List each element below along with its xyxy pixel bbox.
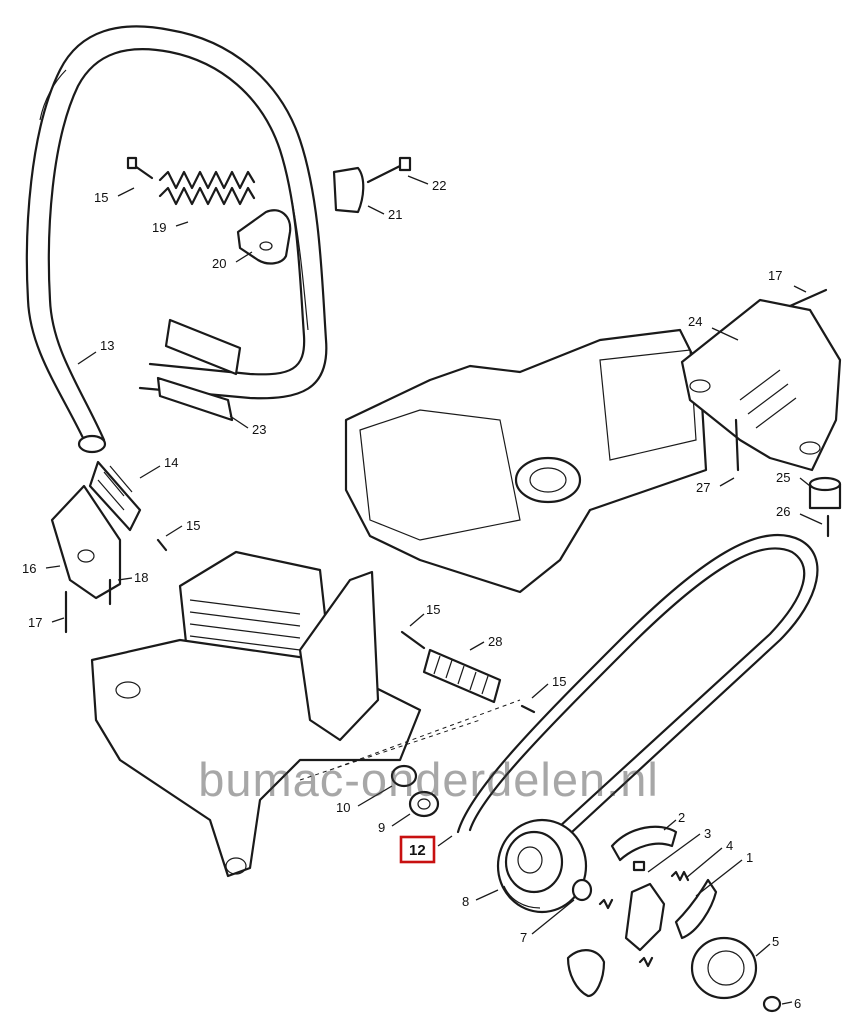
callout-24: 24	[688, 314, 702, 329]
washer-part	[390, 764, 418, 788]
callout-26: 26	[776, 504, 790, 519]
callout-7: 7	[520, 930, 527, 945]
callout-8: 8	[462, 894, 469, 909]
grip-part	[88, 460, 142, 532]
bracket-part	[236, 209, 292, 265]
grip-part	[422, 648, 502, 704]
handlebar-part	[25, 25, 328, 454]
buffer-part	[156, 318, 242, 422]
spring-part	[158, 170, 256, 206]
callout-22: 22	[432, 178, 446, 193]
callout-4: 4	[726, 838, 733, 853]
callout-leaders	[45, 175, 823, 1005]
clutch-carrier-part	[624, 882, 666, 952]
callout-1: 1	[746, 850, 753, 865]
callout-28: 28	[488, 634, 502, 649]
rubber-buffer-part	[808, 476, 842, 510]
screw-part	[126, 156, 154, 180]
screw-part	[734, 418, 740, 472]
clutch-shoe-part	[566, 949, 606, 998]
callout-10: 10	[336, 800, 350, 815]
callout-27: 27	[696, 480, 710, 495]
mount-bracket-part	[50, 484, 122, 600]
callout-14: 14	[164, 455, 178, 470]
belt-pulley-part	[496, 818, 588, 914]
callout-12: 12	[409, 842, 426, 859]
callout-21: 21	[388, 207, 402, 222]
callout-6: 6	[794, 996, 801, 1011]
callout-15: 15	[552, 674, 566, 689]
screw-part	[788, 288, 828, 308]
callout-9: 9	[378, 820, 385, 835]
callout-3: 3	[704, 826, 711, 841]
bearing-part	[408, 790, 440, 818]
nut-part	[762, 995, 782, 1013]
clutch-drum-part	[690, 936, 758, 1000]
clutch-shoe-part	[610, 825, 678, 862]
callout-17: 17	[768, 268, 782, 283]
callout-23: 23	[252, 422, 266, 437]
callout-15: 15	[94, 190, 108, 205]
callout-19: 19	[152, 220, 166, 235]
engine-part	[90, 550, 422, 878]
needle-cage-part	[571, 878, 593, 902]
callout-25: 25	[776, 470, 790, 485]
highlight-box	[399, 835, 436, 864]
spring-part	[670, 870, 690, 882]
crankcase-part	[344, 328, 708, 594]
callout-18: 18	[134, 570, 148, 585]
support-bracket-part	[680, 298, 842, 472]
v-belt-part	[456, 533, 819, 882]
callout-labels: 15 19 20 21 22 13 23 14 15 16 18 17 17 2…	[22, 178, 801, 1011]
callout-2: 2	[678, 810, 685, 825]
clutch-shoe-part	[674, 878, 718, 940]
callout-16: 16	[22, 561, 36, 576]
callout-5: 5	[772, 934, 779, 949]
callout-17: 17	[28, 615, 42, 630]
callout-15: 15	[186, 518, 200, 533]
callout-20: 20	[212, 256, 226, 271]
callout-13: 13	[100, 338, 114, 353]
clamp-part	[332, 166, 365, 214]
callout-15: 15	[426, 602, 440, 617]
